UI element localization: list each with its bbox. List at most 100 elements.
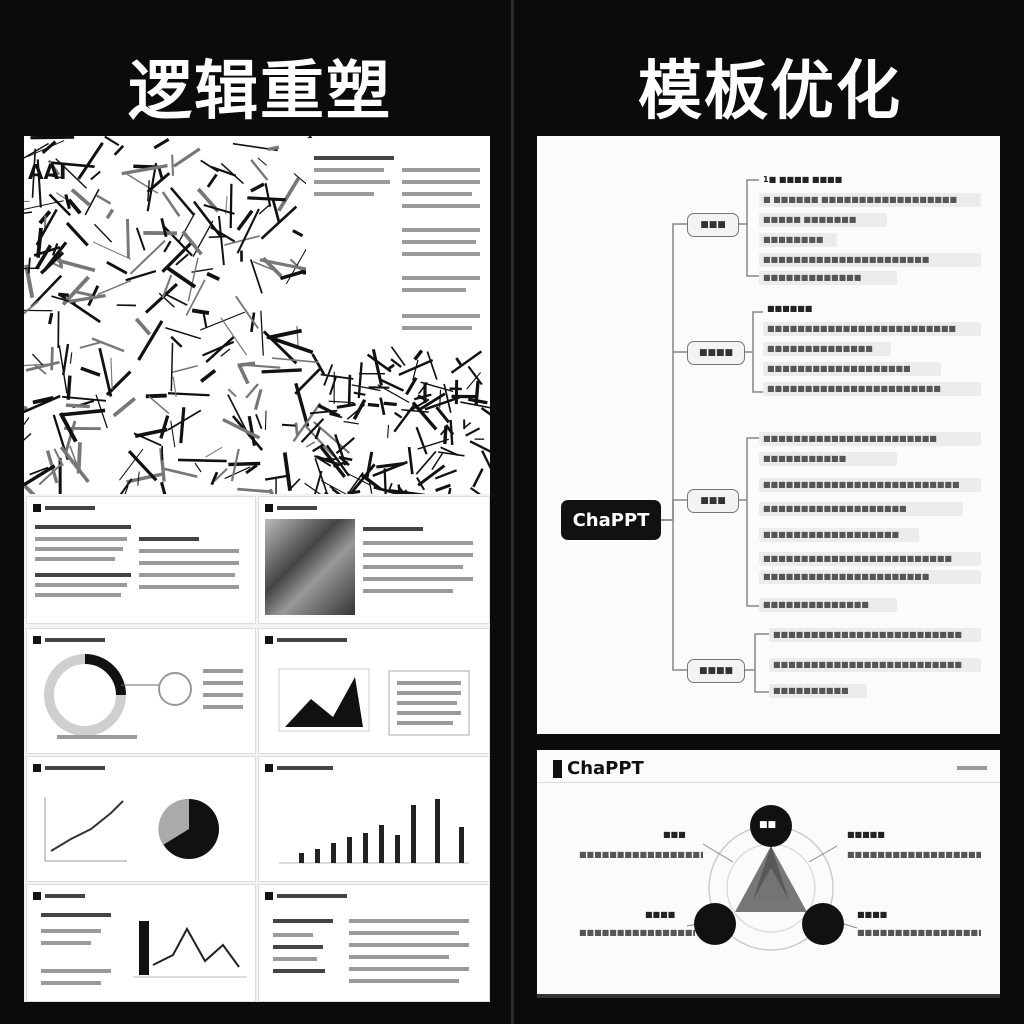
chaos-stroke xyxy=(95,394,108,429)
chaos-stroke xyxy=(210,165,237,177)
mindmap-leaf: ■■■■■■■■■■■■■■■■■■■■■■ xyxy=(759,253,981,267)
chaos-stroke xyxy=(60,408,106,417)
chaos-stroke xyxy=(104,136,120,147)
chaos-stroke xyxy=(467,365,483,386)
chaos-stroke xyxy=(65,403,90,409)
slide-thumb-4[interactable] xyxy=(258,628,490,754)
chaos-stroke xyxy=(338,455,353,462)
chaos-stroke xyxy=(282,452,292,492)
chaos-stroke xyxy=(435,406,450,424)
slide-thumb-7[interactable] xyxy=(26,884,256,1002)
chaos-stroke xyxy=(24,200,64,210)
chaos-stroke xyxy=(64,420,77,453)
chaos-stroke xyxy=(185,279,206,317)
chaotic-text-collage: AAI xyxy=(24,136,490,494)
chaos-stroke xyxy=(217,215,225,266)
chaos-stroke xyxy=(324,491,329,494)
chaos-stroke xyxy=(314,427,321,440)
slide-thumb-5[interactable] xyxy=(26,756,256,882)
chaos-stroke xyxy=(35,208,58,246)
chaos-stroke xyxy=(127,450,158,482)
chaos-stroke xyxy=(51,243,59,256)
chaos-stroke xyxy=(24,211,33,214)
chaos-stroke xyxy=(202,312,208,328)
chaos-stroke xyxy=(205,335,236,363)
chaos-stroke xyxy=(439,389,442,408)
slide-thumb-1[interactable] xyxy=(26,496,256,624)
chaos-stroke xyxy=(202,340,235,357)
chaos-stroke xyxy=(112,396,137,418)
mindmap-leaf: ■■■■■■■■■■■■■■■■■■■■■■■ xyxy=(763,382,981,396)
chaos-stroke xyxy=(34,364,47,375)
mindmap-leaf: ■■■■■■■■■■■ xyxy=(759,452,897,466)
chaos-stroke xyxy=(289,478,301,490)
chaos-stroke xyxy=(62,343,70,376)
chaos-stroke xyxy=(160,218,168,238)
mindmap-root-node[interactable]: ChaPPT xyxy=(561,500,661,540)
chaos-stroke xyxy=(264,474,291,481)
chaos-stroke xyxy=(259,258,307,271)
chaos-stroke xyxy=(469,440,490,453)
mindmap-branch-3[interactable]: ■■■ xyxy=(687,489,739,513)
chaos-stroke xyxy=(352,399,367,420)
chaos-stroke xyxy=(383,401,397,407)
chaos-stroke xyxy=(161,191,181,217)
chaos-stroke xyxy=(192,220,214,257)
chaos-stroke xyxy=(48,312,54,325)
chaos-stroke xyxy=(167,409,202,431)
chaos-stroke xyxy=(53,448,64,467)
left-column-title: 逻辑重塑 xyxy=(128,55,392,129)
chaos-stroke xyxy=(173,147,201,168)
chaos-stroke xyxy=(222,418,261,440)
chaos-stroke xyxy=(148,395,170,415)
collage-document-page xyxy=(306,138,488,338)
chaos-stroke xyxy=(481,450,490,470)
chaos-stroke xyxy=(87,285,100,307)
chaos-stroke xyxy=(80,366,101,377)
chaos-stroke xyxy=(135,227,146,251)
callout-text: ■■■■■■■■■■■■■■■■■■■■■ xyxy=(847,850,981,859)
chaos-stroke xyxy=(106,260,128,275)
chaos-stroke xyxy=(171,154,175,176)
chaos-stroke xyxy=(387,424,390,438)
chaos-stroke xyxy=(31,148,37,198)
chaos-stroke xyxy=(50,347,54,371)
mindmap-leaf: ■■■■■■■■■■■■■■■■■■ xyxy=(759,528,919,542)
chaos-stroke xyxy=(113,144,125,156)
chaos-stroke xyxy=(390,346,406,367)
mindmap-branch-2[interactable]: ■■■■ xyxy=(687,341,745,365)
chaos-stroke xyxy=(346,472,364,494)
chaos-stroke xyxy=(110,357,113,390)
slide-thumb-6[interactable] xyxy=(258,756,490,882)
callout-head: ■■■ xyxy=(663,830,686,839)
mindmap-branch-1[interactable]: ■■■ xyxy=(687,213,739,237)
chaos-stroke xyxy=(309,409,338,415)
chaos-stroke xyxy=(126,218,130,259)
chaos-stroke xyxy=(460,401,490,409)
slide-thumb-3[interactable] xyxy=(26,628,256,754)
mindmap-branch-4[interactable]: ■■■■ xyxy=(687,659,745,683)
slide-thumb-2[interactable] xyxy=(258,496,490,624)
chaos-stroke xyxy=(205,446,223,458)
line-and-pie-graphic xyxy=(44,797,219,862)
slide-thumb-8[interactable] xyxy=(258,884,490,1002)
chaos-stroke xyxy=(224,466,251,480)
chaos-stroke xyxy=(165,327,202,340)
chaos-stroke xyxy=(431,452,444,470)
mindmap-leaf: ■■■■■■■■■■■■■■■■■■■ xyxy=(759,502,963,516)
mindmap-leaf: ■■■■■■■■■■■■■■■■■■■■■■■■■ xyxy=(769,628,981,642)
chaos-stroke xyxy=(170,420,176,448)
chaos-stroke xyxy=(170,342,174,392)
chaos-stroke xyxy=(407,446,414,475)
chaos-stroke xyxy=(166,266,197,289)
chaos-stroke xyxy=(397,484,401,494)
mindmap-connectors xyxy=(661,179,769,693)
chaos-stroke xyxy=(365,451,374,479)
chaos-stroke xyxy=(443,425,448,445)
chaos-stroke xyxy=(294,368,321,395)
chaos-stroke xyxy=(314,458,328,493)
chaos-stroke xyxy=(249,259,263,294)
slide-title: ChaPPT xyxy=(567,758,644,779)
chaos-stroke xyxy=(281,423,296,427)
chaos-stroke xyxy=(347,374,352,407)
